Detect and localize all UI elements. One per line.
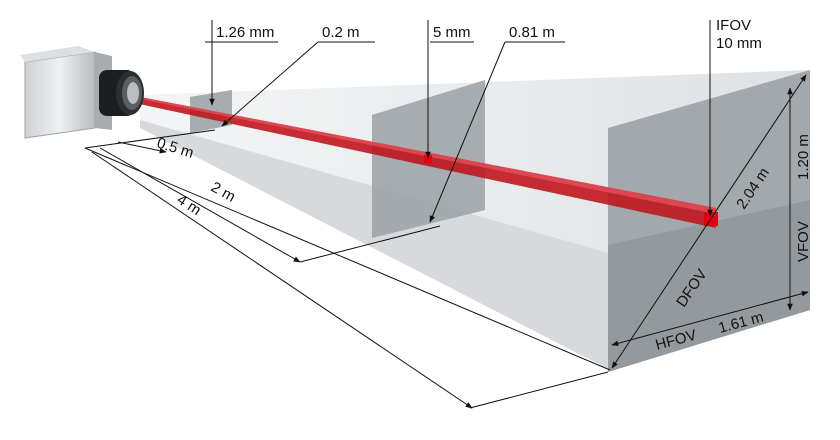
label-distance-4m: 4 m (174, 191, 204, 219)
label-spot-mid: 5 mm (433, 24, 471, 41)
distance-lines (84, 129, 611, 409)
label-width-mid: 0.81 m (509, 24, 555, 41)
label-spot-near: 1.26 mm (216, 24, 274, 41)
label-ifov-size: 10 mm (716, 35, 762, 52)
label-ifov: IFOV (716, 17, 751, 34)
infrared-camera-icon (20, 46, 144, 139)
label-width-near: 0.2 m (322, 24, 360, 41)
label-vfov: VFOV (795, 221, 812, 262)
spot-mid (424, 155, 432, 163)
far-plane-dimensions (611, 74, 809, 369)
label-height: 1.20 m (795, 134, 812, 180)
laser-beam (130, 95, 716, 228)
